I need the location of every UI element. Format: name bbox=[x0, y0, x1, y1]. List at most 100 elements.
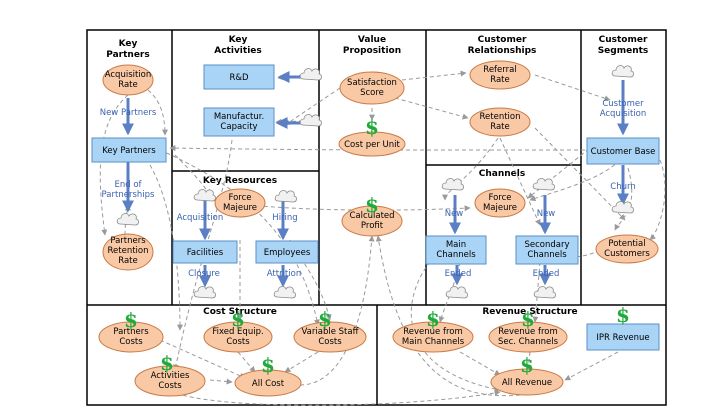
stock-key-partners[interactable]: Key Partners bbox=[91, 137, 167, 163]
dollar-icon: $ bbox=[231, 307, 245, 331]
stock-employees[interactable]: Employees bbox=[255, 240, 319, 264]
dollar-icon: $ bbox=[318, 307, 332, 331]
dollar-icon: $ bbox=[365, 115, 379, 139]
dollar-icon: $ bbox=[124, 308, 138, 332]
svg-text:Cost per Unit: Cost per Unit bbox=[344, 140, 400, 150]
var-cost-per-unit[interactable]: Cost per Unit bbox=[338, 131, 406, 157]
header-revenue-structure: Revenue Structure bbox=[482, 307, 577, 317]
flow-churn: Churn bbox=[610, 182, 635, 192]
header-key-resources: Key Resources bbox=[203, 176, 277, 186]
dollar-icon: $ bbox=[520, 353, 534, 377]
cloud-icon bbox=[441, 178, 464, 191]
stocks: R&D Manufactur.Capacity Key Partners Fac… bbox=[91, 64, 660, 351]
header-channels: Channels bbox=[479, 169, 525, 179]
flow-hiring: Hiring bbox=[272, 213, 297, 223]
dollar-icon: $ bbox=[616, 303, 630, 327]
cloud-icon bbox=[274, 190, 297, 203]
flow-closure: Closure bbox=[188, 269, 220, 279]
dollar-icons: $ $ $ $ $ $ $ $ $ $ $ bbox=[124, 115, 630, 377]
dollar-icon: $ bbox=[426, 307, 440, 331]
flow-attrition: Attrition bbox=[267, 269, 301, 279]
stock-facilities[interactable]: Facilities bbox=[172, 240, 238, 264]
svg-text:IPR Revenue: IPR Revenue bbox=[596, 333, 649, 343]
cloud-icon bbox=[299, 114, 322, 127]
svg-text:Key Partners: Key Partners bbox=[102, 146, 156, 156]
var-all-cost[interactable]: All Cost bbox=[234, 369, 302, 397]
flow-new-partners: New Partners bbox=[100, 108, 157, 118]
var-all-revenue[interactable]: All Revenue bbox=[490, 368, 564, 396]
cloud-icon bbox=[193, 286, 216, 299]
flow-pipes bbox=[122, 71, 629, 288]
cloud-icon bbox=[532, 178, 555, 191]
cloud-icon bbox=[611, 65, 634, 78]
dollar-icon: $ bbox=[365, 193, 379, 217]
cloud-icon bbox=[193, 189, 216, 202]
svg-text:All Revenue: All Revenue bbox=[502, 378, 552, 388]
cloud-icon bbox=[611, 201, 634, 214]
dollar-icon: $ bbox=[160, 351, 174, 375]
flow-ended-secondary: Ended bbox=[533, 269, 560, 279]
flow-new-secondary: New bbox=[537, 209, 556, 219]
svg-text:Employees: Employees bbox=[264, 248, 311, 258]
stock-rd[interactable]: R&D bbox=[203, 64, 275, 90]
svg-text:Facilities: Facilities bbox=[187, 248, 224, 258]
var-fixed-equip-costs[interactable]: Fixed Equip.Costs bbox=[203, 321, 273, 353]
cloud-icon bbox=[445, 286, 468, 299]
cloud-icon bbox=[273, 286, 296, 299]
cloud-icon bbox=[533, 286, 556, 299]
cloud-icon bbox=[116, 213, 139, 226]
svg-text:Manufactur.Capacity: Manufactur.Capacity bbox=[214, 112, 264, 132]
svg-text:All Cost: All Cost bbox=[252, 379, 285, 389]
svg-text:Fixed Equip.Costs: Fixed Equip.Costs bbox=[212, 327, 263, 347]
stock-ipr-revenue[interactable]: IPR Revenue bbox=[586, 323, 660, 351]
stock-manufactur-capacity[interactable]: Manufactur.Capacity bbox=[203, 107, 275, 137]
stock-customer-base[interactable]: Customer Base bbox=[586, 137, 660, 165]
flow-new-main: New bbox=[445, 209, 464, 219]
dollar-icon: $ bbox=[521, 307, 535, 331]
dollar-icon: $ bbox=[261, 353, 275, 377]
svg-text:R&D: R&D bbox=[229, 73, 249, 83]
